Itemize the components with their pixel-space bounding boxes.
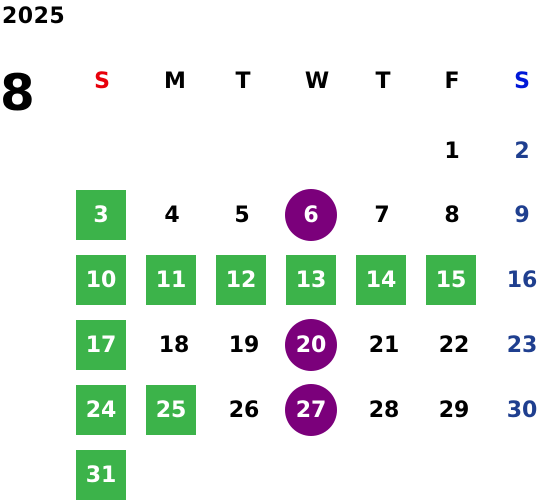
day-cell[interactable]: 22	[438, 332, 470, 358]
weekday-sunday: S	[94, 68, 110, 94]
day-cell[interactable]: 8	[444, 202, 460, 228]
weekday-thursday: T	[375, 68, 391, 94]
day-cell[interactable]: 18	[158, 332, 190, 358]
day-cell[interactable]: 27	[285, 384, 337, 436]
day-cell[interactable]: 2	[514, 138, 530, 164]
day-cell[interactable]: 9	[514, 202, 530, 228]
day-cell[interactable]: 3	[76, 190, 126, 240]
day-cell[interactable]: 30	[506, 397, 538, 423]
day-cell[interactable]: 19	[228, 332, 260, 358]
day-cell[interactable]: 28	[368, 397, 400, 423]
month-label: 8	[0, 64, 35, 122]
year-label: 2025	[2, 4, 66, 29]
day-cell[interactable]: 4	[164, 202, 180, 228]
day-cell[interactable]: 26	[228, 397, 260, 423]
day-cell[interactable]: 1	[444, 138, 460, 164]
weekday-tuesday: T	[235, 68, 251, 94]
day-cell[interactable]: 25	[146, 385, 196, 435]
day-cell[interactable]: 21	[368, 332, 400, 358]
day-cell[interactable]: 16	[506, 267, 538, 293]
day-cell[interactable]: 14	[356, 255, 406, 305]
day-cell[interactable]: 7	[374, 202, 390, 228]
day-cell[interactable]: 24	[76, 385, 126, 435]
weekday-wednesday: W	[304, 68, 330, 94]
day-cell[interactable]: 17	[76, 320, 126, 370]
weekday-saturday: S	[514, 68, 530, 94]
day-cell[interactable]: 10	[76, 255, 126, 305]
day-cell[interactable]: 12	[216, 255, 266, 305]
day-cell[interactable]: 29	[438, 397, 470, 423]
day-cell[interactable]: 15	[426, 255, 476, 305]
day-cell[interactable]: 11	[146, 255, 196, 305]
day-cell[interactable]: 23	[506, 332, 538, 358]
weekday-monday: M	[164, 68, 186, 94]
day-cell[interactable]: 5	[234, 202, 250, 228]
day-cell[interactable]: 6	[285, 189, 337, 241]
weekday-friday: F	[444, 68, 460, 94]
day-cell[interactable]: 20	[285, 319, 337, 371]
day-cell[interactable]: 13	[286, 255, 336, 305]
day-cell[interactable]: 31	[76, 450, 126, 500]
